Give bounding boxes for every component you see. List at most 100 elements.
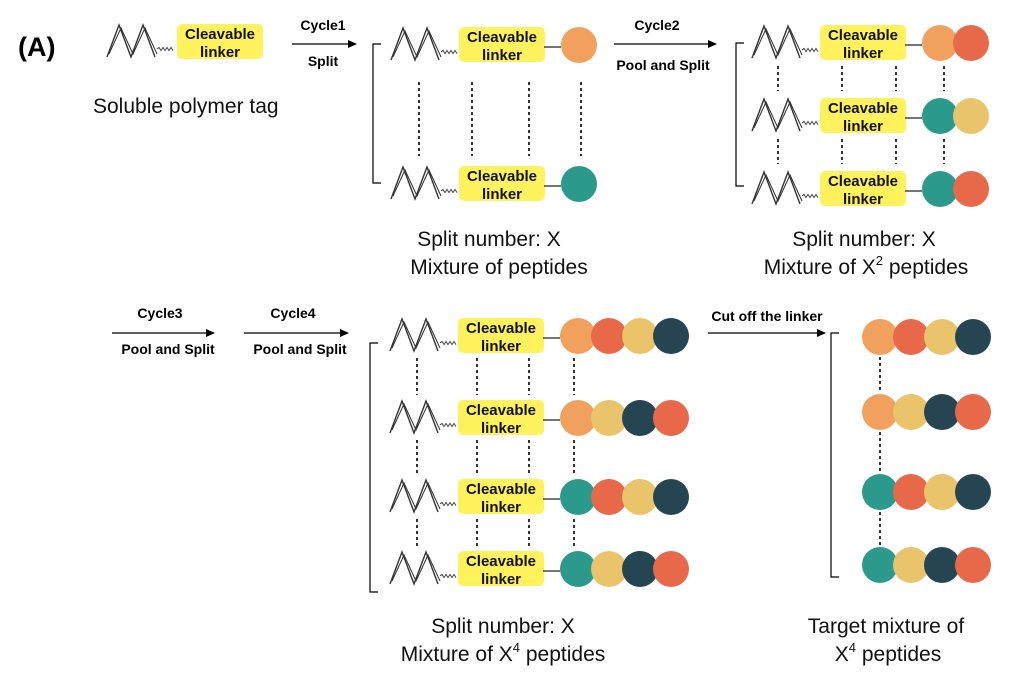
polymer-zigzag-inner	[753, 173, 803, 203]
bracket	[735, 42, 744, 187]
pool-split-label-2: Pool and Split	[616, 57, 710, 73]
polymer-zigzag-inner	[392, 168, 442, 198]
residue-bead-navy	[622, 400, 658, 436]
brackets	[369, 42, 839, 593]
polymer-zigzag	[751, 170, 801, 206]
linker-text-line2: linker	[843, 191, 883, 208]
polymer-zigzag-inner	[392, 29, 442, 59]
caption-mixture-1: Mixture of peptides	[410, 256, 587, 279]
panel-label: (A)	[18, 32, 55, 62]
cleavable-linker-box	[820, 171, 906, 206]
linker-text-line1: Cleavable	[828, 100, 898, 117]
residue-bead-yellow	[622, 479, 658, 515]
linker-text-line1: Cleavable	[466, 481, 536, 498]
residue-bead-yellow	[591, 400, 627, 436]
polymer-tail	[801, 193, 819, 199]
polymer-tail	[439, 422, 457, 428]
polymer-tail	[801, 120, 819, 126]
polymer-zigzag-inner	[391, 320, 441, 350]
residue-bead-teal	[862, 474, 898, 510]
residue-bead-red	[893, 474, 929, 510]
residue-bead-red	[653, 400, 689, 436]
linker-text-line1: Cleavable	[467, 29, 537, 46]
dotted-lines	[416, 66, 945, 546]
residue-bead-orange	[862, 394, 898, 430]
cleavable-linker-box	[458, 551, 544, 586]
molecules: CleavablelinkerCleavablelinkerCleavablel…	[106, 23, 991, 588]
linker-text-line1: Cleavable	[466, 553, 536, 570]
linker-text-line1: Cleavable	[466, 402, 536, 419]
residue-bead-orange	[922, 25, 958, 61]
polymer-zigzag	[389, 317, 439, 353]
residue-bead-teal	[560, 479, 596, 515]
residue-bead-orange	[561, 27, 597, 63]
caption-target-2: X4 peptides	[835, 640, 941, 666]
polymer-zigzag	[390, 165, 440, 201]
cut-linker-label: Cut off the linker	[711, 308, 823, 324]
linker-text-line1: Cleavable	[466, 320, 536, 337]
residue-bead-orange	[560, 318, 596, 354]
polymer-tail	[440, 188, 458, 194]
linker-text-line2: linker	[481, 338, 521, 355]
linker-text-line1: Cleavable	[828, 173, 898, 190]
cleavable-linker-box	[458, 318, 544, 353]
polymer-tail	[439, 340, 457, 346]
residue-bead-teal	[922, 98, 958, 134]
residue-bead-teal	[922, 171, 958, 207]
caption-mixture-2: Mixture of X2 peptides	[764, 253, 969, 279]
residue-bead-red	[953, 171, 989, 207]
pool-split-label-3: Pool and Split	[121, 341, 215, 357]
polymer-zigzag	[389, 399, 439, 435]
cleavable-linker-box	[458, 479, 544, 514]
polymer-zigzag	[390, 26, 440, 62]
residue-bead-red	[953, 25, 989, 61]
polymer-zigzag	[106, 23, 156, 59]
cleavable-linker-box	[820, 98, 906, 133]
residue-bead-yellow	[622, 318, 658, 354]
residue-bead-navy	[955, 474, 991, 510]
target-peptide	[862, 547, 991, 583]
cleavable-linker-box	[177, 24, 263, 59]
cycle1-label: Cycle1	[300, 17, 345, 33]
residue-bead-navy	[924, 547, 960, 583]
linker-text-line2: linker	[843, 118, 883, 135]
residue-bead-navy	[924, 394, 960, 430]
residue-bead-teal	[862, 547, 898, 583]
caption-mixture-4: Mixture of X4 peptides	[401, 640, 606, 666]
caption-split-number-2: Split number: X	[792, 228, 936, 251]
cleavable-linker-box	[459, 166, 545, 201]
residue-bead-yellow	[953, 98, 989, 134]
cycle2-label: Cycle2	[634, 17, 679, 33]
cleavable-linker-box	[820, 25, 906, 60]
cycle4-label: Cycle4	[270, 305, 315, 321]
polymer-tail	[439, 573, 457, 579]
residue-bead-navy	[955, 319, 991, 355]
polymer-zigzag-inner	[753, 27, 803, 57]
linker-text-line2: linker	[200, 44, 240, 61]
caption-split-number-1: Split number: X	[417, 228, 561, 251]
soluble-polymer-tag-label: Soluble polymer tag	[93, 95, 279, 118]
target-peptide	[862, 394, 991, 430]
linker-text-line2: linker	[843, 45, 883, 62]
linker-text-line1: Cleavable	[828, 27, 898, 44]
residue-bead-yellow	[591, 551, 627, 587]
cleavable-linker-box	[458, 400, 544, 435]
residue-bead-red	[591, 318, 627, 354]
linker-text-line2: linker	[482, 186, 522, 203]
residue-bead-yellow	[924, 474, 960, 510]
linker-text-line2: linker	[481, 499, 521, 516]
linker-text-line2: linker	[481, 571, 521, 588]
bracket	[369, 342, 378, 593]
residue-bead-red	[893, 319, 929, 355]
polymer-zigzag	[751, 97, 801, 133]
polymer-tail	[440, 49, 458, 55]
linker-text-line1: Cleavable	[467, 168, 537, 185]
